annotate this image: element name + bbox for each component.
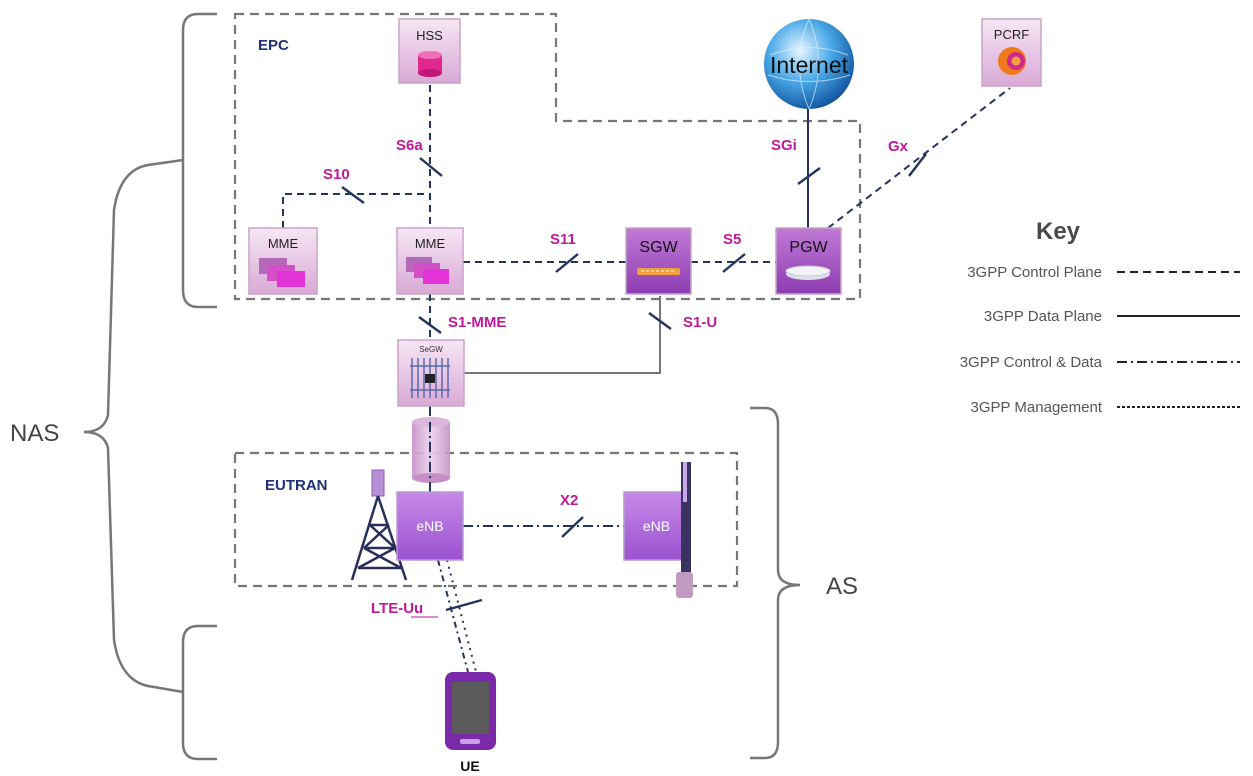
- mme-right-label: MME: [415, 236, 446, 251]
- lte-uu-link: [437, 559, 469, 673]
- segw-node: SeGW: [397, 339, 465, 407]
- legend-item-control-data: 3GPP Control & Data: [960, 354, 1103, 371]
- pcrf-label: PCRF: [994, 27, 1029, 42]
- eutran-region-border: [233, 451, 739, 588]
- lte-uu-link-shadow: [446, 559, 477, 673]
- s6a-label: S6a: [396, 137, 423, 154]
- legend-item-data-plane: 3GPP Data Plane: [984, 308, 1102, 325]
- as-brace: [750, 406, 801, 760]
- lock-icon: [425, 374, 435, 383]
- database-icon: [418, 51, 442, 77]
- small-cell-antenna-icon: [676, 462, 693, 598]
- legend-item-control-plane: 3GPP Control Plane: [967, 264, 1102, 281]
- x2-label: X2: [560, 492, 578, 509]
- segw-label: SeGW: [419, 345, 443, 354]
- epc-region-border: [233, 12, 862, 301]
- sgw-label: SGW: [639, 239, 678, 256]
- enb-left-node: eNB: [396, 491, 464, 561]
- gx-link: [827, 87, 1011, 229]
- internet-label: Internet: [770, 52, 849, 78]
- hss-node: HSS: [398, 18, 461, 84]
- pcrf-node: PCRF: [981, 18, 1042, 87]
- policy-icon: [998, 47, 1026, 75]
- epc-region-label: EPC: [258, 37, 289, 54]
- server-stack-icon: [406, 257, 449, 284]
- s1-u-link: [464, 296, 661, 374]
- enb-right-label: eNB: [643, 518, 670, 534]
- gx-label: Gx: [888, 138, 909, 155]
- hss-label: HSS: [416, 28, 443, 43]
- nas-brace: [83, 12, 217, 761]
- eutran-region-label: EUTRAN: [265, 477, 328, 494]
- s1-u-label: S1-U: [683, 314, 717, 331]
- as-label: AS: [826, 573, 858, 600]
- ue-label: UE: [460, 758, 479, 774]
- mme-right-node: MME: [396, 227, 464, 295]
- firewall-icon: [410, 358, 450, 398]
- ue-device: UE: [445, 672, 496, 774]
- legend-item-management: 3GPP Management: [971, 399, 1103, 416]
- s5-label: S5: [723, 231, 741, 248]
- enb-right-node: eNB: [623, 491, 690, 561]
- lte-uu-label: LTE-Uu: [371, 600, 423, 617]
- switch-icon: [637, 268, 680, 275]
- cell-tower-icon: [350, 469, 408, 581]
- s10-link: [282, 193, 430, 228]
- interface-tick-marks: [341, 153, 927, 612]
- s1-mme-label: S1-MME: [448, 314, 506, 331]
- legend-title: Key: [1036, 218, 1081, 245]
- s10-label: S10: [323, 166, 350, 183]
- mme-left-node: MME: [248, 227, 318, 295]
- pgw-node: PGW: [775, 227, 842, 295]
- nas-label: NAS: [10, 420, 59, 447]
- sgw-node: SGW: [625, 227, 692, 295]
- legend: Key 3GPP Control Plane 3GPP Data Plane 3…: [960, 218, 1240, 416]
- pgw-label: PGW: [789, 239, 828, 256]
- enb-left-label: eNB: [416, 518, 443, 534]
- internet-cloud: Internet: [764, 18, 854, 110]
- router-icon: [785, 265, 831, 280]
- server-stack-icon: [259, 258, 305, 287]
- sgi-label: SGi: [771, 137, 797, 154]
- mme-left-label: MME: [268, 236, 299, 251]
- s11-label: S11: [550, 231, 576, 248]
- globe-icon: [764, 19, 854, 109]
